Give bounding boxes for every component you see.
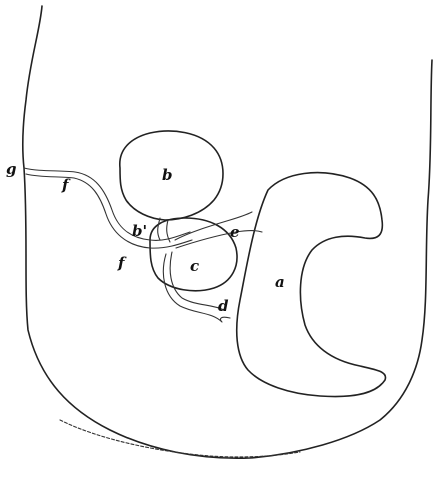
label-b-upper: b — [162, 166, 173, 184]
label-a: a — [275, 273, 285, 291]
label-c: c — [190, 257, 199, 275]
label-b-prime: b' — [132, 222, 147, 240]
label-e: e — [230, 223, 240, 241]
outer-contour-lower — [60, 420, 300, 457]
label-g: g — [6, 160, 17, 178]
label-f-left: f — [61, 176, 71, 194]
label-d: d — [218, 297, 229, 315]
vessel-f-lower — [26, 174, 192, 248]
duct-e-lower — [176, 231, 262, 249]
organ-c — [150, 218, 237, 291]
organ-a — [237, 173, 386, 397]
label-f-lower: f — [117, 254, 127, 272]
duct-b — [158, 218, 160, 240]
